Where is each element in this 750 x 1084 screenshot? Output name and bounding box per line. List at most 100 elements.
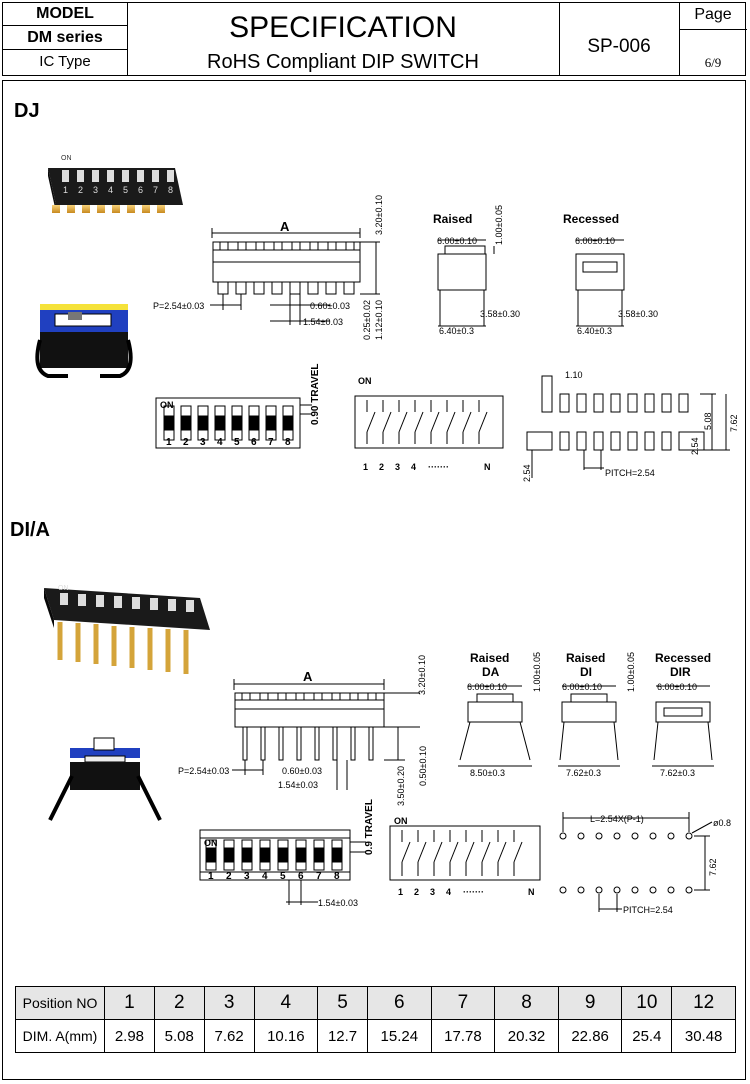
dj-pad-508: 5.08 [703,412,713,430]
dia-da-d600: 6.00±0.10 [467,682,507,692]
dj-recessed-view [575,239,625,327]
dia-da-d100: 1.00±0.05 [532,652,542,692]
position-cell: 5 [317,986,368,1020]
svg-text:2: 2 [414,887,419,897]
svg-text:2: 2 [379,462,384,472]
svg-text:1: 1 [208,871,214,882]
dj-schematic [354,395,504,449]
dia-height: 3.20±0.10 [417,655,427,695]
model-series: DM series [27,29,103,46]
dia-raised-da-sub: DA [482,665,500,679]
table-row: DIM. A(mm) 2.98 5.08 7.62 10.16 12.7 15.… [15,1019,736,1053]
dim-cell: 5.08 [153,1019,205,1053]
dia-cross-section [48,737,162,821]
dia-dim-a: A [303,669,313,684]
dia-di-d600: 6.00±0.10 [562,682,602,692]
doc-title: SPECIFICATION [229,11,457,44]
svg-text:6: 6 [251,437,257,448]
dim-cell: 17.78 [430,1019,496,1053]
dj-top-view [155,397,312,449]
svg-text:5: 5 [280,871,286,882]
position-cell: 10 [621,986,673,1020]
dj-raised-d640: 6.40±0.3 [439,326,474,336]
dia-phi: ø0.8 [713,818,731,828]
model-type: IC Type [39,53,91,70]
svg-text:8: 8 [334,871,340,882]
dj-d060: 0.60±0.03 [310,301,350,311]
content-frame [2,80,746,1080]
dia-pcb-holes [559,812,713,912]
svg-text:N: N [484,462,491,472]
dj-cross-section [35,304,133,378]
position-cell: 12 [671,986,736,1020]
dia-top-on: ON [204,838,218,848]
svg-text:3: 3 [200,437,206,448]
dj-d025: 0.25±0.02 [362,300,372,340]
dj-pad-762: 7.62 [729,414,739,432]
dim-cell: 12.7 [317,1019,368,1053]
svg-text:·······: ······· [463,887,484,897]
dia-raised-da-view [458,685,532,767]
dj-schematic-on: ON [358,376,372,386]
dj-raised-d358: 3.58±0.30 [480,309,520,319]
dj-recessed-d358: 3.58±0.30 [618,309,658,319]
svg-text:1: 1 [398,887,403,897]
position-cell: 7 [430,986,496,1020]
dj-raised-d600: 6.00±0.10 [437,236,477,246]
svg-text:3: 3 [244,871,250,882]
section-title-dia: DI/A [10,519,50,541]
svg-text:2: 2 [183,437,189,448]
dim-cell: 2.98 [104,1019,155,1053]
spec-header: MODEL DM series IC Type SPECIFICATION Ro… [2,2,747,76]
dia-dir-d600: 6.00±0.10 [657,682,697,692]
svg-text:1: 1 [166,437,172,448]
dj-height: 3.20±0.10 [374,195,384,235]
dim-label: DIM. A(mm) [15,1019,105,1053]
position-cell: 6 [366,986,432,1020]
dj-raised-view [437,239,495,327]
svg-text:4: 4 [446,887,451,897]
svg-text:5: 5 [234,437,240,448]
svg-text:3: 3 [395,462,400,472]
dj-d112: 1.12±0.10 [374,300,384,340]
dj-pcb-pattern [526,375,730,478]
svg-text:ON: ON [58,585,69,592]
dj-d154: 1.54±0.03 [303,317,343,327]
svg-text:·······: ······· [428,462,449,472]
dia-d154b: 1.54±0.03 [318,898,358,908]
svg-text:7: 7 [316,871,322,882]
position-cell: 4 [253,986,319,1020]
svg-text:8: 8 [285,437,291,448]
dia-d060: 0.60±0.03 [282,766,322,776]
dia-pitch2: PITCH=2.54 [623,905,673,915]
dia-di-d100: 1.00±0.05 [626,652,636,692]
dia-top-view [199,829,366,905]
dia-d050: 0.50±0.10 [418,746,428,786]
dj-pitch: P=2.54±0.03 [153,301,204,311]
dia-recessed-dir-view [652,685,714,767]
position-cell: 8 [494,986,559,1020]
dia-side-view [232,679,420,790]
dia-recessed-sub: DIR [670,665,691,679]
dia-raised-di-label: Raised [566,651,605,665]
dia-di-d762: 7.62±0.3 [566,768,601,778]
dia-photo: ON [44,585,210,674]
table-row: Position NO 1 2 3 4 5 6 7 8 9 10 12 [15,986,736,1020]
doc-number: SP-006 [587,36,651,57]
svg-text:6: 6 [298,871,304,882]
dj-side-view [210,228,380,325]
position-cell: 9 [557,986,623,1020]
svg-text:N: N [528,887,535,897]
dia-d850: 8.50±0.3 [470,768,505,778]
dia-dir-d762: 7.62±0.3 [660,768,695,778]
dia-l: L=2.54X(P-1) [590,814,644,824]
dj-raised-label: Raised [433,212,472,226]
svg-text:4: 4 [411,462,416,472]
dim-cell: 25.4 [621,1019,673,1053]
dim-cell: 22.86 [557,1019,623,1053]
dia-d350: 3.50±0.20 [396,766,406,806]
